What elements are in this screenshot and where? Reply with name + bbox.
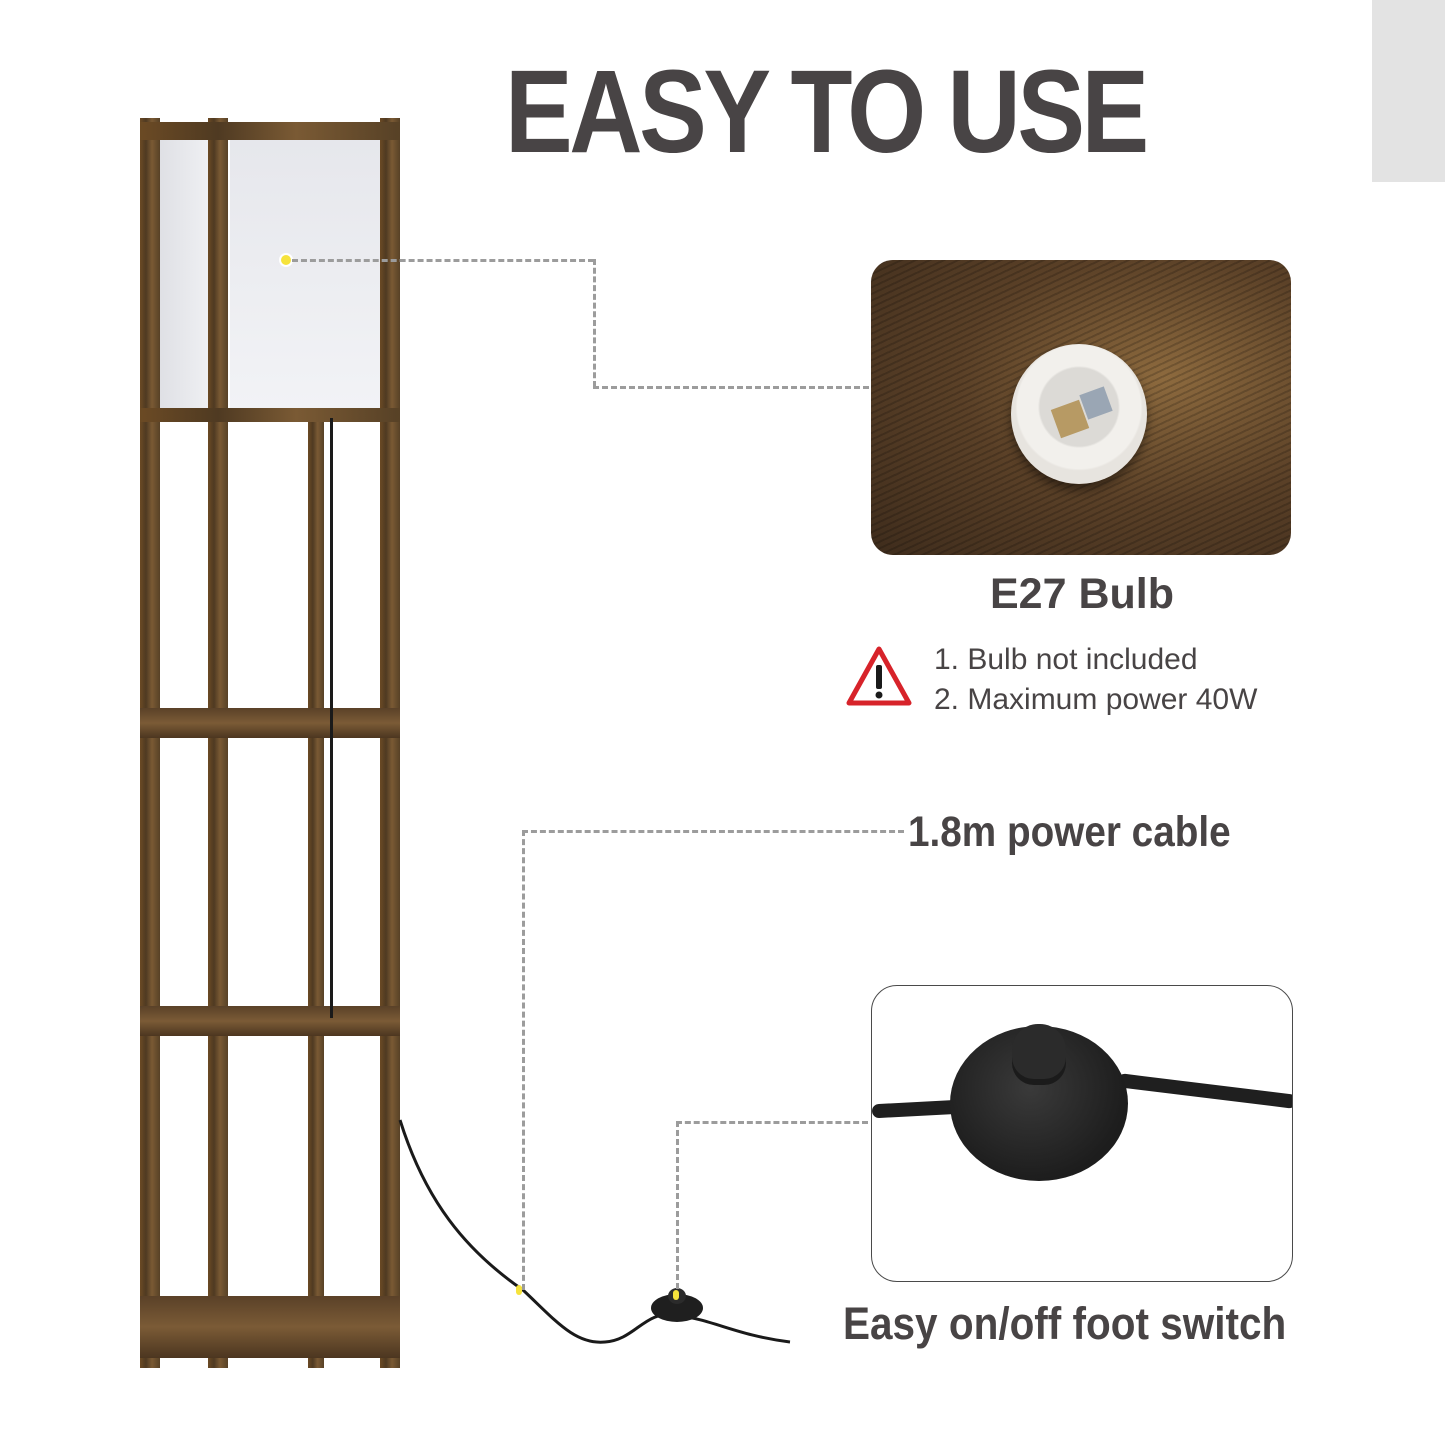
callout-dot xyxy=(673,1290,679,1300)
lamp-base-shelf xyxy=(140,1296,400,1358)
page-title: EASY TO USE xyxy=(505,46,1149,178)
warning-triangle-icon xyxy=(846,646,912,706)
e27-socket xyxy=(1011,344,1147,484)
lamp-socket-photo xyxy=(871,260,1291,555)
lamp-post xyxy=(140,118,160,1368)
bulb-caption: E27 Bulb xyxy=(990,570,1174,618)
callout-line xyxy=(676,1121,679,1289)
foot-switch-photo xyxy=(871,985,1293,1282)
lamp-cable xyxy=(330,418,333,1018)
lamp-shade-front xyxy=(230,140,382,412)
bulb-notes: 1. Bulb not included 2. Maximum power 40… xyxy=(934,640,1257,720)
lamp-shelf xyxy=(140,1006,400,1036)
lamp-post xyxy=(380,118,400,1368)
floor-lamp-image xyxy=(140,118,402,1373)
callout-line xyxy=(522,830,904,833)
switch-caption: Easy on/off foot switch xyxy=(843,1298,1287,1349)
foot-switch-small xyxy=(651,1294,703,1322)
callout-line xyxy=(522,830,525,1290)
corner-tab xyxy=(1372,0,1445,182)
lamp-shade-side xyxy=(150,140,210,408)
callout-line xyxy=(593,386,869,389)
switch-cord xyxy=(872,1099,963,1119)
bulb-note: 1. Bulb not included xyxy=(934,643,1198,676)
callout-dot xyxy=(516,1285,522,1295)
lamp-shelf xyxy=(140,708,400,738)
lamp-top-rail xyxy=(140,122,400,140)
switch-cord xyxy=(1116,1073,1292,1109)
power-cable-drawing xyxy=(398,1119,791,1344)
callout-dot xyxy=(279,253,293,267)
callout-line xyxy=(593,259,596,387)
lamp-rail xyxy=(140,408,400,422)
callout-line xyxy=(676,1121,868,1124)
lamp-post-back xyxy=(308,418,324,1368)
lamp-post xyxy=(208,118,228,1368)
callout-line xyxy=(292,259,594,262)
bulb-note: 2. Maximum power 40W xyxy=(934,683,1258,716)
cable-caption: 1.8m power cable xyxy=(908,808,1231,856)
foot-switch-button xyxy=(1012,1024,1066,1079)
